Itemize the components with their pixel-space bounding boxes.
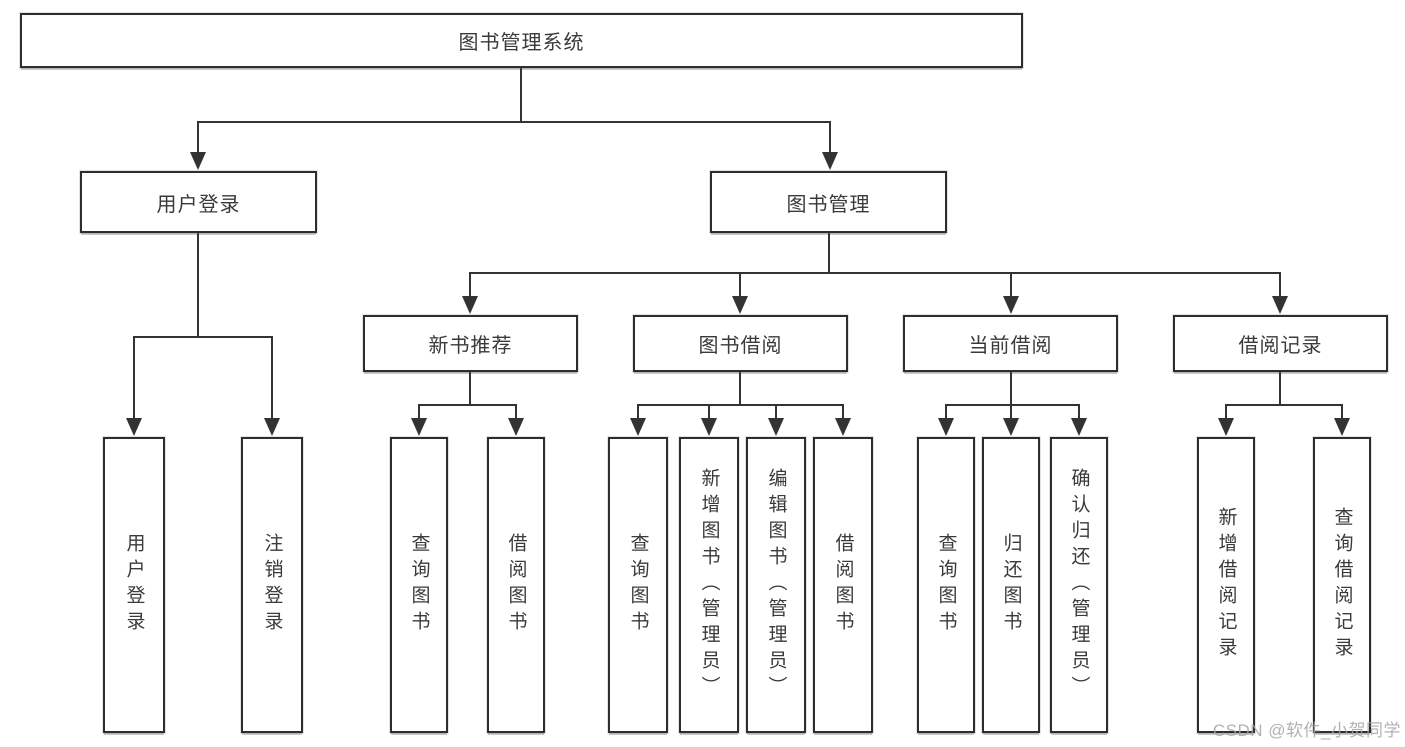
leaf-label: 编辑图书（管理员） bbox=[765, 468, 787, 702]
leaf-return-books: 归还图书 bbox=[982, 437, 1040, 733]
node-label: 图书管理 bbox=[786, 193, 871, 216]
node-new-book-recommendation: 新书推荐 bbox=[363, 315, 578, 372]
leaf-label: 新增图书（管理员） bbox=[698, 468, 720, 702]
node-book-borrowing: 图书借阅 bbox=[633, 315, 848, 372]
leaf-label: 查询图书 bbox=[627, 533, 649, 637]
leaf-borrow-books-borrowing: 借阅图书 bbox=[813, 437, 873, 733]
node-label: 借阅记录 bbox=[1238, 335, 1323, 357]
leaf-confirm-return-admin: 确认归还（管理员） bbox=[1050, 437, 1108, 733]
leaf-label: 借阅图书 bbox=[832, 533, 854, 637]
leaf-label: 新增借阅记录 bbox=[1215, 507, 1237, 663]
leaf-label: 查询图书 bbox=[935, 533, 957, 637]
leaf-query-borrow-record: 查询借阅记录 bbox=[1313, 437, 1371, 733]
node-label: 新书推荐 bbox=[428, 335, 513, 357]
leaf-user-login: 用户登录 bbox=[103, 437, 165, 733]
leaf-label: 注销登录 bbox=[261, 533, 283, 637]
node-label: 图书管理系统 bbox=[458, 32, 585, 54]
csdn-watermark: CSDN @软件_小贺同学 bbox=[1212, 721, 1401, 740]
leaf-label: 查询借阅记录 bbox=[1331, 507, 1353, 663]
leaf-add-borrow-record: 新增借阅记录 bbox=[1197, 437, 1255, 733]
leaf-edit-books-admin: 编辑图书（管理员） bbox=[746, 437, 806, 733]
leaf-logout: 注销登录 bbox=[241, 437, 303, 733]
leaf-label: 用户登录 bbox=[123, 533, 145, 637]
node-borrowing-records: 借阅记录 bbox=[1173, 315, 1388, 372]
arrowhead-icons bbox=[126, 152, 1350, 436]
leaf-query-books-recommend: 查询图书 bbox=[390, 437, 448, 733]
node-user-login: 用户登录 bbox=[80, 171, 317, 233]
leaf-label: 归还图书 bbox=[1000, 533, 1022, 637]
node-current-borrowing: 当前借阅 bbox=[903, 315, 1118, 372]
node-label: 当前借阅 bbox=[968, 335, 1053, 357]
leaf-label: 确认归还（管理员） bbox=[1068, 468, 1090, 702]
leaf-borrow-books-recommend: 借阅图书 bbox=[487, 437, 545, 733]
leaf-add-books-admin: 新增图书（管理员） bbox=[679, 437, 739, 733]
leaf-label: 查询图书 bbox=[408, 533, 430, 637]
leaf-label: 借阅图书 bbox=[505, 533, 527, 637]
node-book-management: 图书管理 bbox=[710, 171, 947, 233]
leaf-query-books-current: 查询图书 bbox=[917, 437, 975, 733]
leaf-query-books-borrowing: 查询图书 bbox=[608, 437, 668, 733]
node-label: 用户登录 bbox=[156, 193, 241, 216]
node-label: 图书借阅 bbox=[698, 335, 783, 357]
node-library-system: 图书管理系统 bbox=[20, 13, 1023, 68]
tree-edges bbox=[133, 68, 1343, 420]
